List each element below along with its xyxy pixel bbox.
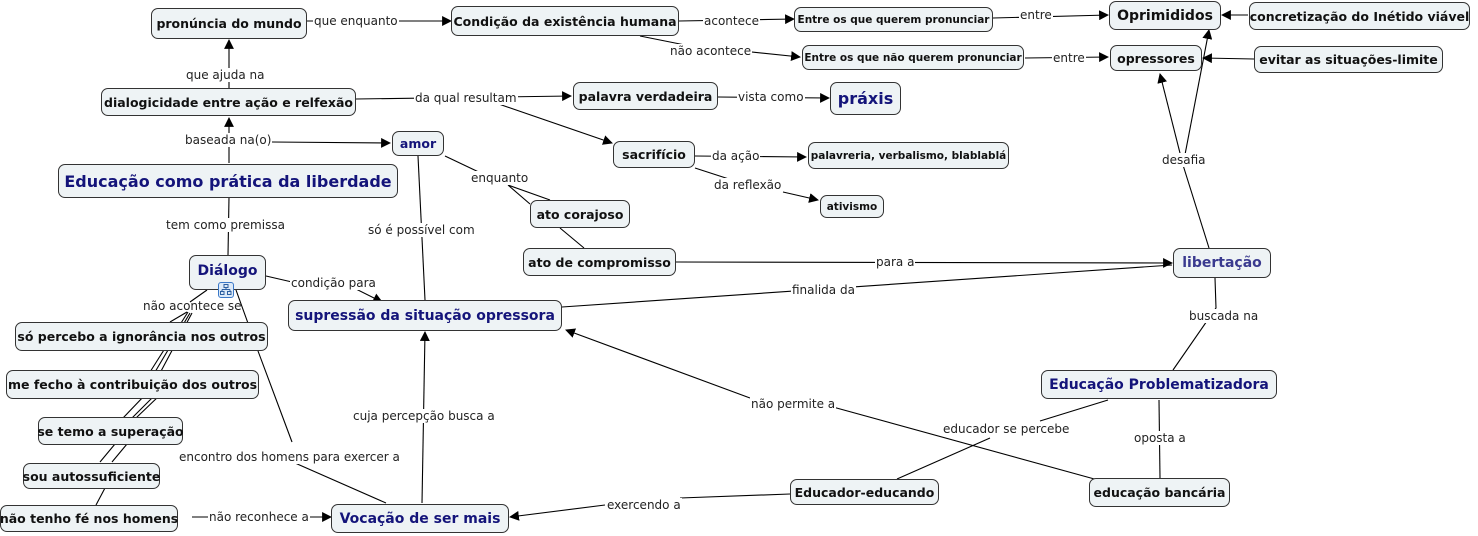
link-label: cuja percepção busca a: [352, 409, 496, 423]
link-label: para a: [875, 255, 916, 269]
edge-supressao-libertacao: [561, 264, 1173, 308]
link-label: enquanto: [470, 171, 530, 185]
node-me-fecho-contribuicao[interactable]: me fecho à contribuição dos outros: [6, 370, 259, 399]
link-label: condição para: [290, 276, 377, 290]
link-label: da ação: [711, 149, 761, 163]
link-label: finalida da: [791, 283, 856, 297]
link-label: vista como: [737, 90, 805, 104]
node-entre-os-que-nao-querem-pronunciar[interactable]: Entre os que não querem pronunciar: [802, 45, 1024, 70]
node-supressao-situacao-opressora[interactable]: supressão da situação opressora: [288, 300, 562, 331]
edge-dialogo-naoacontece: [189, 289, 208, 303]
node-opressores[interactable]: opressores: [1110, 45, 1202, 71]
edge-enquanto-corajoso: [507, 184, 551, 205]
node-ativismo[interactable]: ativismo: [820, 195, 884, 218]
link-label: não reconhece a: [208, 510, 310, 524]
node-se-temo-superacao[interactable]: se temo a superação: [37, 417, 184, 445]
edge-dialogicidade-sacrificio: [489, 100, 613, 145]
link-label: que enquanto: [313, 14, 399, 28]
node-libertacao[interactable]: libertação: [1173, 248, 1271, 278]
edge-evitar-opressores: [1202, 53, 1255, 64]
node-sacrificio[interactable]: sacrifício: [613, 141, 695, 168]
node-educador-educando[interactable]: Educador-educando: [790, 479, 939, 505]
link-label: não acontece se: [143, 299, 242, 313]
node-educacao-problematizadora[interactable]: Educação Problematizadora: [1041, 370, 1277, 399]
node-vocacao-de-ser-mais[interactable]: Vocação de ser mais: [331, 504, 509, 533]
node-entre-os-que-querem-pronunciar[interactable]: Entre os que querem pronunciar: [794, 7, 993, 32]
node-so-percebo-ignorancia[interactable]: só percebo a ignorância nos outros: [15, 322, 268, 351]
node-nao-tenho-fe-nos-homens[interactable]: não tenho fé nos homens: [0, 505, 178, 532]
link-label: educador se percebe: [943, 422, 1070, 436]
node-palavra-verdadeira[interactable]: palavra verdadeira: [573, 82, 718, 110]
node-dialogicidade[interactable]: dialogicidade entre ação e relfexão: [101, 88, 356, 116]
edge-baseada-amor: [271, 137, 391, 148]
link-label: só é possível com: [367, 223, 476, 237]
link-label: acontece: [703, 14, 760, 28]
link-label: oposta a: [1133, 431, 1187, 445]
node-condicao-existencia-humana[interactable]: Condição da existência humana: [451, 6, 679, 36]
link-label: baseada na(o): [184, 133, 273, 147]
link-label: da reflexão: [713, 178, 783, 192]
link-label: não acontece: [669, 44, 753, 58]
node-ato-de-compromisso[interactable]: ato de compromisso: [523, 248, 676, 276]
link-label: da qual resultam: [414, 91, 518, 105]
edge-bancaria-supressao: [566, 330, 1099, 481]
edge-desafia-opressores: [1157, 73, 1184, 166]
edge-dialogo-vocacao: [235, 289, 387, 504]
node-praxis[interactable]: práxis: [830, 82, 901, 115]
edge-problematizadora-educador: [896, 399, 1109, 480]
link-label: entre: [1052, 51, 1086, 65]
link-label: desafia: [1161, 153, 1207, 167]
edge-compromisso-libertacao: [675, 258, 1173, 268]
link-label: buscada na: [1188, 309, 1260, 323]
node-concretizacao-inedito-viavel[interactable]: concretização do Inétido viável: [1249, 2, 1470, 30]
link-label: que ajuda na: [185, 68, 266, 82]
link-label: entre: [1019, 8, 1053, 22]
node-oprimidos[interactable]: Oprimididos: [1109, 1, 1221, 30]
edge-naoacontece-fe: [95, 487, 106, 506]
edge-libertacao-desafia: [1182, 164, 1210, 249]
edge-desafia-oprimidos: [1182, 29, 1213, 166]
link-label: tem como premissa: [165, 218, 286, 232]
node-educacao-pratica-liberdade[interactable]: Educação como prática da liberdade: [58, 164, 398, 198]
node-pronuncia-do-mundo[interactable]: pronúncia do mundo: [151, 8, 307, 39]
link-label: encontro dos homens para exercer a: [178, 450, 401, 464]
edge-problematizadora-libertacao: [1172, 277, 1217, 371]
edge-educador-vocacao: [510, 493, 791, 517]
node-palavreria-verbalismo-blablabla[interactable]: palavreria, verbalismo, blablablá: [808, 142, 1009, 169]
node-ato-corajoso[interactable]: ato corajoso: [530, 200, 630, 228]
link-label: não permite a: [750, 397, 837, 411]
submap-icon[interactable]: [218, 282, 234, 298]
link-label: exercendo a: [606, 498, 682, 512]
node-dialogo[interactable]: Diálogo: [189, 255, 266, 290]
node-sou-autossuficiente[interactable]: sou autossuficiente: [23, 463, 160, 489]
edge-corajoso-compromisso: [559, 227, 585, 249]
node-amor[interactable]: amor: [392, 131, 444, 156]
node-educacao-bancaria[interactable]: educação bancária: [1089, 478, 1230, 507]
edge-naoacontece-ignorancia: [169, 311, 188, 323]
node-evitar-situacoes-limite[interactable]: evitar as situações-limite: [1254, 46, 1443, 73]
